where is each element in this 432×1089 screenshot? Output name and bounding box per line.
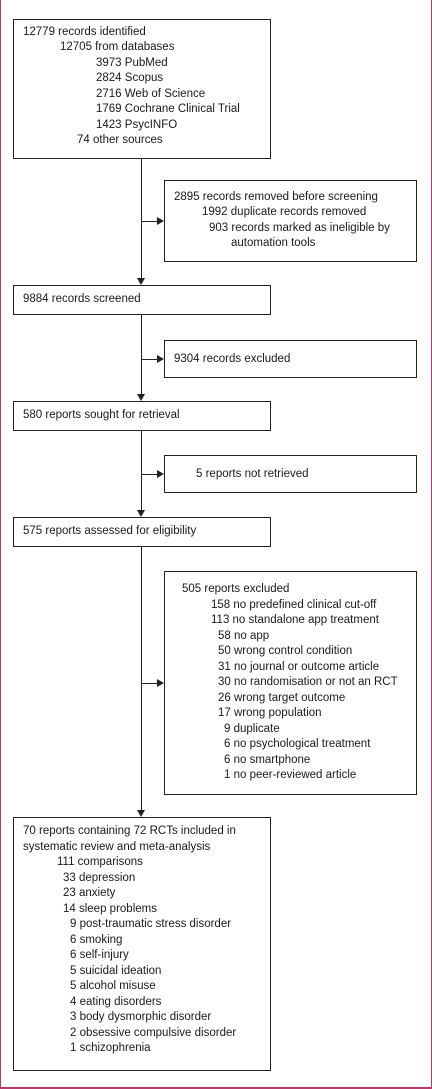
comparisons-total: 111 comparisons bbox=[57, 856, 143, 868]
identification-box: 12779 records identified 12705 from data… bbox=[13, 19, 271, 159]
removed-total: 2895 records removed before screening bbox=[174, 191, 378, 203]
automation-ineligible: 903 records marked as ineligible by bbox=[209, 222, 390, 234]
condition-item: 4 eating disorders bbox=[70, 995, 162, 1008]
connector-line bbox=[141, 159, 142, 278]
condition-item: 33 depression bbox=[63, 871, 136, 884]
condition-item: 5 alcohol misuse bbox=[70, 980, 156, 992]
cochrane-records: 1769 Cochrane Clinical Trial bbox=[96, 103, 240, 115]
exclusion-reason: 58 no app bbox=[218, 629, 270, 642]
arrow-right-icon bbox=[157, 470, 164, 478]
condition-item: 6 smoking bbox=[70, 933, 123, 946]
eligibility-box: 575 reports assessed for eligibility bbox=[13, 517, 271, 547]
arrow-right-icon bbox=[157, 217, 164, 225]
connector-line bbox=[141, 683, 157, 684]
connector-line bbox=[141, 359, 157, 360]
included-total-cont: systematic review and meta-analysis bbox=[23, 840, 211, 853]
exclusion-reason: 9 duplicate bbox=[224, 722, 280, 735]
eligibility-text: 575 reports assessed for eligibility bbox=[23, 525, 197, 537]
condition-item: 5 suicidal ideation bbox=[70, 964, 162, 977]
records-excluded-box: 9304 records excluded bbox=[164, 340, 417, 378]
exclusion-reason: 17 wrong population bbox=[218, 707, 322, 719]
arrow-down-icon bbox=[137, 510, 145, 517]
records-excluded-text: 9304 records excluded bbox=[174, 353, 291, 365]
included-total: 70 reports containing 72 RCTs included i… bbox=[23, 825, 236, 837]
arrow-down-icon bbox=[137, 810, 145, 817]
condition-item: 9 post-traumatic stress disorder bbox=[70, 918, 232, 930]
condition-item: 23 anxiety bbox=[63, 887, 116, 899]
duplicates-removed: 1992 duplicate records removed bbox=[202, 206, 367, 218]
exclusion-reason: 30 no randomisation or not an RCT bbox=[218, 676, 398, 688]
arrow-right-icon bbox=[157, 679, 164, 687]
screened-text: 9884 records screened bbox=[23, 293, 141, 305]
exclusion-reason: 113 no standalone app treatment bbox=[211, 614, 379, 626]
condition-item: 2 obsessive compulsive disorder bbox=[70, 1026, 237, 1039]
exclusion-reason: 6 no psychological treatment bbox=[224, 738, 371, 750]
retrieval-box: 580 reports sought for retrieval bbox=[13, 401, 271, 431]
arrow-down-icon bbox=[137, 278, 145, 285]
exclusion-reason: 6 no smartphone bbox=[224, 753, 311, 766]
exclusion-reason: 158 no predefined clinical cut-off bbox=[211, 598, 377, 611]
connector-line bbox=[141, 474, 157, 475]
scopus-records: 2824 Scopus bbox=[96, 72, 164, 84]
total-records: 12779 records identified bbox=[23, 26, 146, 38]
connector-line bbox=[141, 221, 157, 222]
not-retrieved-text: 5 reports not retrieved bbox=[196, 468, 309, 480]
reports-excluded-total: 505 reports excluded bbox=[182, 583, 290, 595]
reports-excluded-box: 505 reports excluded 158 no predefined c… bbox=[164, 571, 417, 795]
exclusion-reason: 1 no peer-reviewed article bbox=[224, 769, 357, 781]
psycinfo-records: 1423 PsycINFO bbox=[96, 119, 178, 131]
screened-box: 9884 records screened bbox=[13, 285, 271, 315]
connector-line bbox=[141, 431, 142, 510]
retrieval-text: 580 reports sought for retrieval bbox=[23, 409, 180, 421]
automation-ineligible-cont: automation tools bbox=[231, 237, 316, 249]
included-box: 70 reports containing 72 RCTs included i… bbox=[13, 817, 271, 1071]
exclusion-reason: 50 wrong control condition bbox=[218, 645, 353, 657]
exclusion-reason: 31 no journal or outcome article bbox=[218, 660, 380, 673]
connector-line bbox=[141, 315, 142, 394]
wos-records: 2716 Web of Science bbox=[96, 88, 206, 100]
not-retrieved-box: 5 reports not retrieved bbox=[164, 455, 417, 493]
condition-item: 3 body dysmorphic disorder bbox=[70, 1011, 212, 1023]
condition-item: 6 self-injury bbox=[70, 949, 129, 961]
other-sources: 74 other sources bbox=[77, 134, 163, 146]
condition-item: 1 schizophrenia bbox=[70, 1042, 151, 1054]
arrow-down-icon bbox=[137, 394, 145, 401]
database-records: 12705 from databases bbox=[60, 41, 175, 53]
exclusion-reason: 26 wrong target outcome bbox=[218, 691, 346, 704]
connector-line bbox=[141, 547, 142, 810]
condition-item: 14 sleep problems bbox=[63, 902, 157, 915]
arrow-right-icon bbox=[157, 355, 164, 363]
pubmed-records: 3973 PubMed bbox=[96, 57, 168, 69]
removed-box: 2895 records removed before screening 19… bbox=[164, 180, 417, 262]
